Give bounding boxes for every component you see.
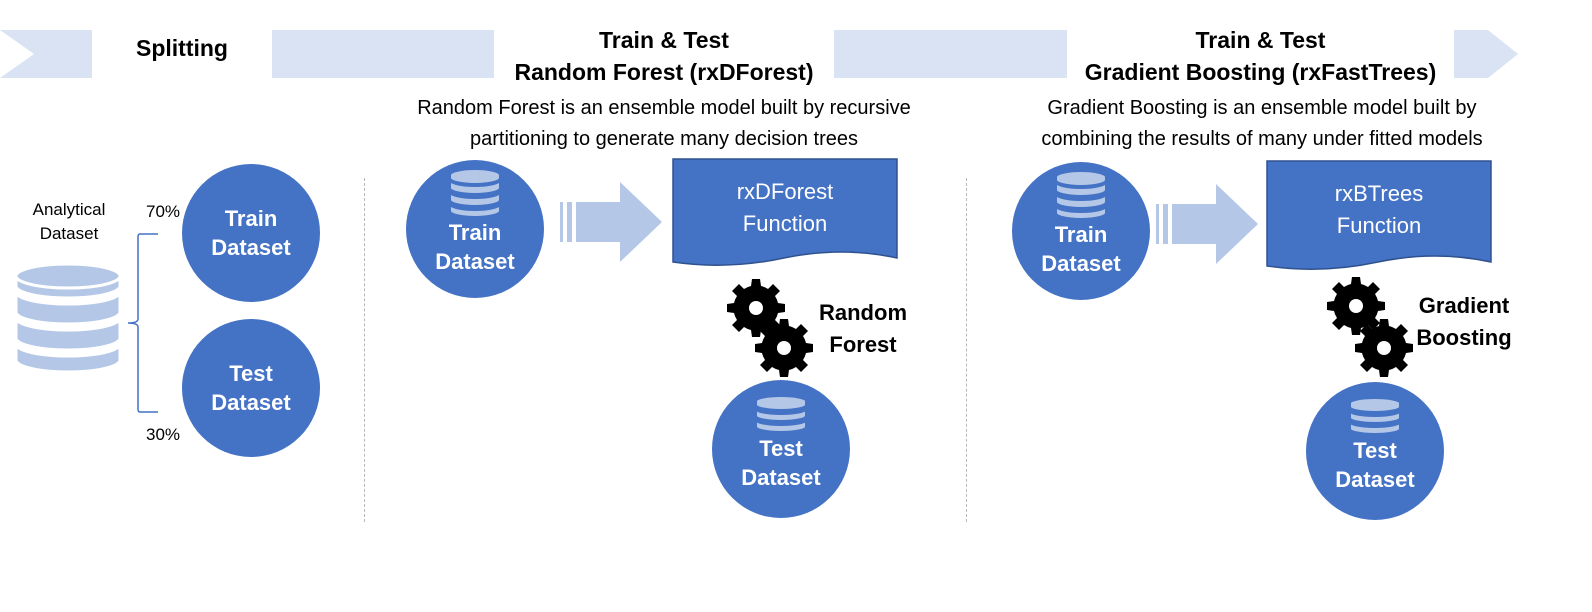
function-suffix: Function [1336, 213, 1422, 238]
gear-icon [1355, 319, 1413, 377]
gradient-boosting-description: Gradient Boosting is an ensemble model b… [962, 93, 1562, 155]
stage-title-line: Train & Test [1195, 27, 1326, 53]
function-name: rxDForest [736, 179, 834, 204]
process-banner-segment [272, 30, 494, 78]
database-icon [449, 168, 501, 218]
right-arrow-icon [560, 182, 662, 262]
gb-function-shape [1266, 160, 1492, 270]
database-icon [14, 262, 122, 374]
test-percentage: 30% [146, 425, 181, 444]
database-icon [1349, 397, 1401, 435]
rf-test-dataset-node: Test Dataset [712, 380, 850, 518]
stage-title-random-forest: Train & Test Random Forest (rxDForest) [494, 24, 834, 88]
process-banner-end [1454, 30, 1518, 78]
stage-title-splitting: Splitting [136, 35, 228, 61]
gb-algorithm-label: Gradient Boosting [1416, 293, 1512, 350]
gb-function-label: rxBTrees Function [1267, 178, 1491, 242]
random-forest-description: Random Forest is an ensemble model built… [364, 93, 964, 155]
rf-function-shape [672, 158, 898, 266]
stage-title-line: Random Forest (rxDForest) [514, 59, 814, 85]
description-line: combining the results of many under fitt… [1041, 128, 1483, 150]
function-name: rxBTrees [1334, 181, 1424, 206]
gb-test-dataset-node: Test Dataset [1306, 382, 1444, 520]
analytical-dataset-label: Analytical Dataset [32, 200, 106, 243]
process-banner-segment [834, 30, 1067, 78]
rf-train-dataset-node: Train Dataset [406, 160, 544, 298]
process-banner-start [0, 30, 92, 78]
database-icon [1055, 170, 1107, 220]
stage-divider [966, 178, 967, 522]
gear-icon [727, 279, 785, 337]
gear-icon [755, 319, 813, 377]
split-bracket [127, 233, 158, 413]
description-line: partitioning to generate many decision t… [469, 128, 858, 150]
rf-function-label: rxDForest Function [673, 176, 897, 240]
stage-divider [364, 178, 365, 522]
gb-train-dataset-node: Train Dataset [1012, 162, 1150, 300]
stage-title-line: Gradient Boosting (rxFastTrees) [1084, 59, 1437, 85]
stage-title-line: Train & Test [599, 27, 729, 53]
right-arrow-icon [1156, 184, 1258, 264]
train-dataset-node: Train Dataset [182, 164, 320, 302]
database-icon [755, 395, 807, 433]
rf-algorithm-label: Random Forest [819, 300, 907, 357]
gear-icon [1327, 277, 1385, 335]
description-line: Random Forest is an ensemble model built… [417, 97, 911, 119]
function-suffix: Function [742, 211, 828, 236]
test-dataset-node: Test Dataset [182, 319, 320, 457]
description-line: Gradient Boosting is an ensemble model b… [1047, 97, 1477, 119]
stage-title-gradient-boosting: Train & Test Gradient Boosting (rxFastTr… [1067, 24, 1454, 88]
train-percentage: 70% [146, 202, 181, 221]
